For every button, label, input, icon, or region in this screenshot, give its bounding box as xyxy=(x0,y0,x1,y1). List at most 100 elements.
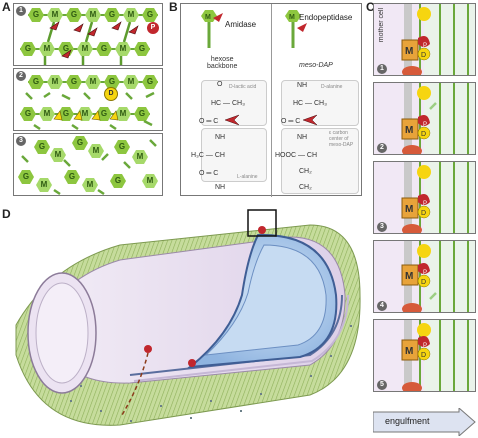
sugar-g: G xyxy=(142,8,158,22)
hexose-label-line2: backbone xyxy=(207,63,238,70)
sugar-g: G xyxy=(104,8,120,22)
sugar-m: M xyxy=(132,150,148,164)
sugar-g: G xyxy=(20,107,36,121)
svg-text:P: P xyxy=(423,343,427,349)
sugar-m: M xyxy=(47,8,63,22)
chem-r-nh: NH xyxy=(297,82,308,89)
d-protein-badge: D xyxy=(104,87,118,101)
svg-text:D: D xyxy=(421,279,426,286)
svg-text:P: P xyxy=(423,122,427,128)
svg-text:P: P xyxy=(423,201,427,207)
sugar-m: M xyxy=(85,8,101,22)
step-number-badge: 2 xyxy=(377,143,387,153)
svg-text:D: D xyxy=(421,210,426,217)
engulfment-stage-2-drawing: M P D xyxy=(401,83,475,154)
chem-r-nh-2: NH xyxy=(297,134,308,141)
sugar-m: M xyxy=(47,75,63,89)
chem-h3c-ch: H₃C — CH xyxy=(191,152,225,159)
sugar-m: M xyxy=(39,42,55,56)
endopeptidase-label: Endopeptidase xyxy=(299,13,353,22)
chem-o: O xyxy=(217,81,223,88)
svg-text:D: D xyxy=(421,352,426,359)
sugar-m: M xyxy=(82,178,98,192)
sugar-g: G xyxy=(34,140,50,154)
carbon-center-line1: ε carbon xyxy=(329,130,348,136)
panel-a-step2-box: 2 G M G M G M G G M G M G M G xyxy=(13,68,163,131)
sugar-m: M xyxy=(88,144,104,158)
sporangium-cutaway-3d xyxy=(15,209,361,426)
step-number-badge: 1 xyxy=(377,64,387,74)
sugar-m: M xyxy=(36,178,52,192)
chem-nh-2: NH xyxy=(215,184,226,191)
step-number-badge: 4 xyxy=(377,301,387,311)
sugar-m: M xyxy=(39,107,55,121)
engulfment-label: engulfment xyxy=(385,416,430,426)
left-chem-box-2 xyxy=(201,128,267,182)
sugar-g: G xyxy=(28,75,44,89)
p-protein-badge: P xyxy=(147,22,159,34)
chem-r-hooc-ch: HOOC — CH xyxy=(275,152,317,159)
peptide-crosslinks xyxy=(43,21,139,65)
sugar-m: M xyxy=(77,42,93,56)
panel-c-step4: M P D 4 xyxy=(373,240,476,313)
panel-c-letter: C xyxy=(366,0,375,14)
sugar-m: M xyxy=(115,42,131,56)
svg-text:M: M xyxy=(405,46,413,57)
engulfment-stage-3-drawing: M P D xyxy=(401,162,475,233)
panel-a-step3-box: 3 G M G M G M G M G M G M xyxy=(13,133,163,196)
sugar-g: G xyxy=(96,42,112,56)
amidase-label: Amidase xyxy=(225,20,257,29)
panel-d-letter: D xyxy=(2,207,11,221)
svg-text:D: D xyxy=(421,52,426,59)
panel-b-letter: B xyxy=(169,0,178,14)
chem-r-c-o: O ═ C xyxy=(281,118,301,125)
sugar-g: G xyxy=(134,42,150,56)
d-alanine-label: D-alanine xyxy=(321,84,343,90)
panel-b-divider xyxy=(271,4,272,197)
endopeptidase-cut-chevron xyxy=(303,114,318,126)
chem-hc-ch3: HC — CH₃ xyxy=(211,100,245,107)
svg-text:M: M xyxy=(289,14,295,21)
panel-c-step3: M P D 3 xyxy=(373,161,476,234)
step-number-badge: 3 xyxy=(16,136,26,146)
sugar-g: G xyxy=(110,174,126,188)
panel-b-box: M Amidase hexose backbone O D-lactic aci… xyxy=(180,3,362,197)
svg-text:D: D xyxy=(421,131,426,138)
sugar-g: G xyxy=(72,136,88,150)
svg-text:M: M xyxy=(405,271,413,282)
panel-c-step5: M P D 5 xyxy=(373,319,476,392)
right-chem-box-1 xyxy=(281,80,359,126)
carbon-center-label: ε carbon center of meso-DAP xyxy=(329,130,353,148)
chem-c-o: O ═ C xyxy=(199,118,219,125)
sugar-g: G xyxy=(58,107,74,121)
engulfment-stage-1-drawing: M P D xyxy=(401,4,475,75)
chem-r-ch2-b: CH₂ xyxy=(299,184,312,191)
sugar-m: M xyxy=(142,174,158,188)
svg-text:P: P xyxy=(423,43,427,49)
chem-nh: NH xyxy=(215,134,226,141)
sugar-g: G xyxy=(134,107,150,121)
l-alanine-label: L-alanine xyxy=(237,174,258,180)
engulfment-stage-4-drawing: M P D xyxy=(401,241,475,312)
panel-a-letter: A xyxy=(2,0,11,14)
panel-c-step1: M P D mother cell 1 xyxy=(373,3,476,76)
carbon-center-line3: meso-DAP xyxy=(329,142,354,148)
sugar-m: M xyxy=(123,75,139,89)
chem-r-ch2-a: CH₂ xyxy=(299,168,312,175)
step-number-badge: 1 xyxy=(16,6,26,16)
sugar-g: G xyxy=(104,75,120,89)
sugar-g: G xyxy=(114,140,130,154)
hexose-label-line1: hexose xyxy=(210,56,234,63)
engulfment-arrow xyxy=(373,408,476,436)
hexose-backbone-label: hexose backbone xyxy=(207,56,237,70)
sugar-m: M xyxy=(85,75,101,89)
sugar-m: M xyxy=(50,148,66,162)
sugar-g: G xyxy=(96,107,112,121)
sugar-g: G xyxy=(66,75,82,89)
sugar-g: G xyxy=(18,170,34,184)
meso-dap-label: meso-DAP xyxy=(299,62,333,69)
step-number-badge: 5 xyxy=(377,380,387,390)
svg-text:M: M xyxy=(205,14,211,21)
sugar-g: G xyxy=(142,75,158,89)
chem-r-hc-ch3: HC — CH₃ xyxy=(293,100,327,107)
